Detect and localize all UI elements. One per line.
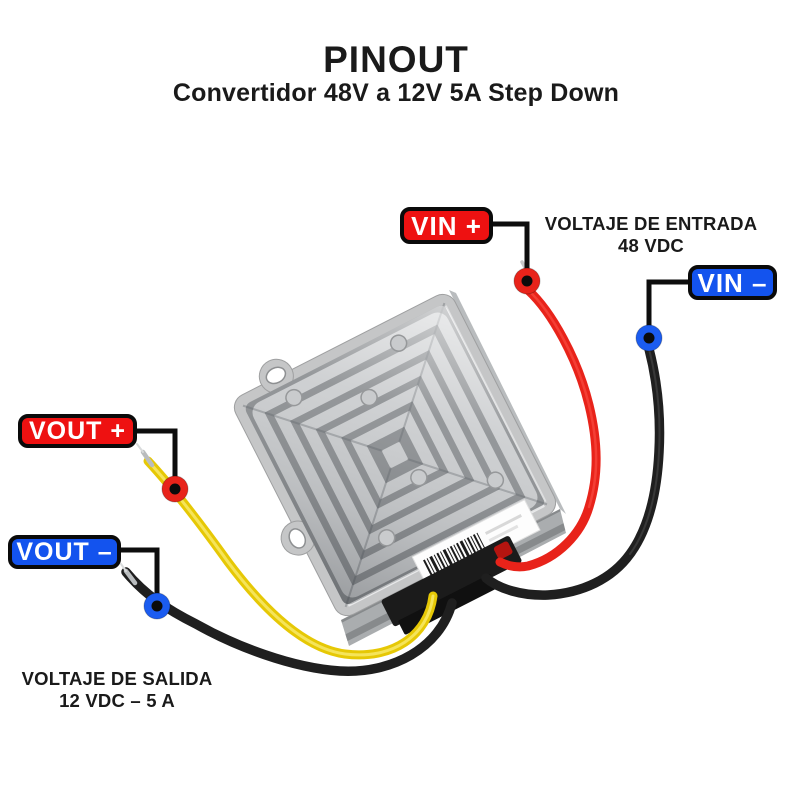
vin-positive-wire-highlight: [526, 288, 598, 509]
vout-negative-wire-strand: [120, 563, 127, 572]
barcode-label: [411, 499, 541, 588]
page-subtitle: Convertidor 48V a 12V 5A Step Down: [172, 79, 620, 107]
output-voltage-line2: 12 VDC – 5 A: [59, 689, 175, 711]
vout-minus-leader-line: [119, 547, 160, 606]
vout-plus-terminal: [161, 475, 189, 503]
vout-positive-wire-strand: [136, 443, 144, 453]
page-title: PINOUT: [323, 39, 469, 80]
vout-positive-wire-tip: [140, 449, 155, 468]
vin-negative-wire-highlight: [629, 348, 661, 555]
vout-minus-terminal: [143, 592, 171, 620]
device-screws: [285, 334, 505, 547]
device-screw: [486, 471, 505, 489]
device-screw: [389, 334, 408, 352]
terminal-rings: [143, 267, 663, 620]
output-voltage-line1: VOLTAJE DE SALIDA: [21, 668, 213, 689]
vin-minus-terminal: [635, 324, 663, 352]
converter-device: [233, 290, 566, 646]
vout-negative-wire-tip: [123, 568, 138, 586]
mounting-hole: [265, 366, 287, 385]
pin-label-vout-plus: VOUT +: [18, 414, 137, 448]
barcode: [423, 532, 486, 578]
device-right-edge: [449, 290, 566, 514]
vin-plus-terminal: [513, 267, 541, 295]
device-screw: [410, 468, 428, 487]
pin-label-vin-plus: VIN +: [400, 207, 493, 244]
input-voltage-note: VOLTAJE DE ENTRADA 48 VDC: [539, 213, 763, 256]
output-voltage-note: VOLTAJE DE SALIDA 12 VDC – 5 A: [5, 668, 229, 711]
vin-plus-leader-line: [493, 221, 530, 281]
input-voltage-line1: VOLTAJE DE ENTRADA: [544, 213, 758, 234]
pin-label-vin-minus: VIN –: [688, 265, 777, 300]
vout-positive-wire-highlight: [146, 459, 435, 657]
vout-plus-leader-line: [136, 428, 178, 489]
device-screw: [285, 388, 303, 407]
device-screw: [377, 529, 396, 547]
mounting-hole: [288, 528, 307, 549]
device-screw: [360, 388, 378, 407]
input-voltage-line2: 48 VDC: [618, 234, 684, 256]
vin-minus-leader-line: [646, 279, 688, 338]
pin-label-vout-minus: VOUT –: [8, 535, 121, 569]
